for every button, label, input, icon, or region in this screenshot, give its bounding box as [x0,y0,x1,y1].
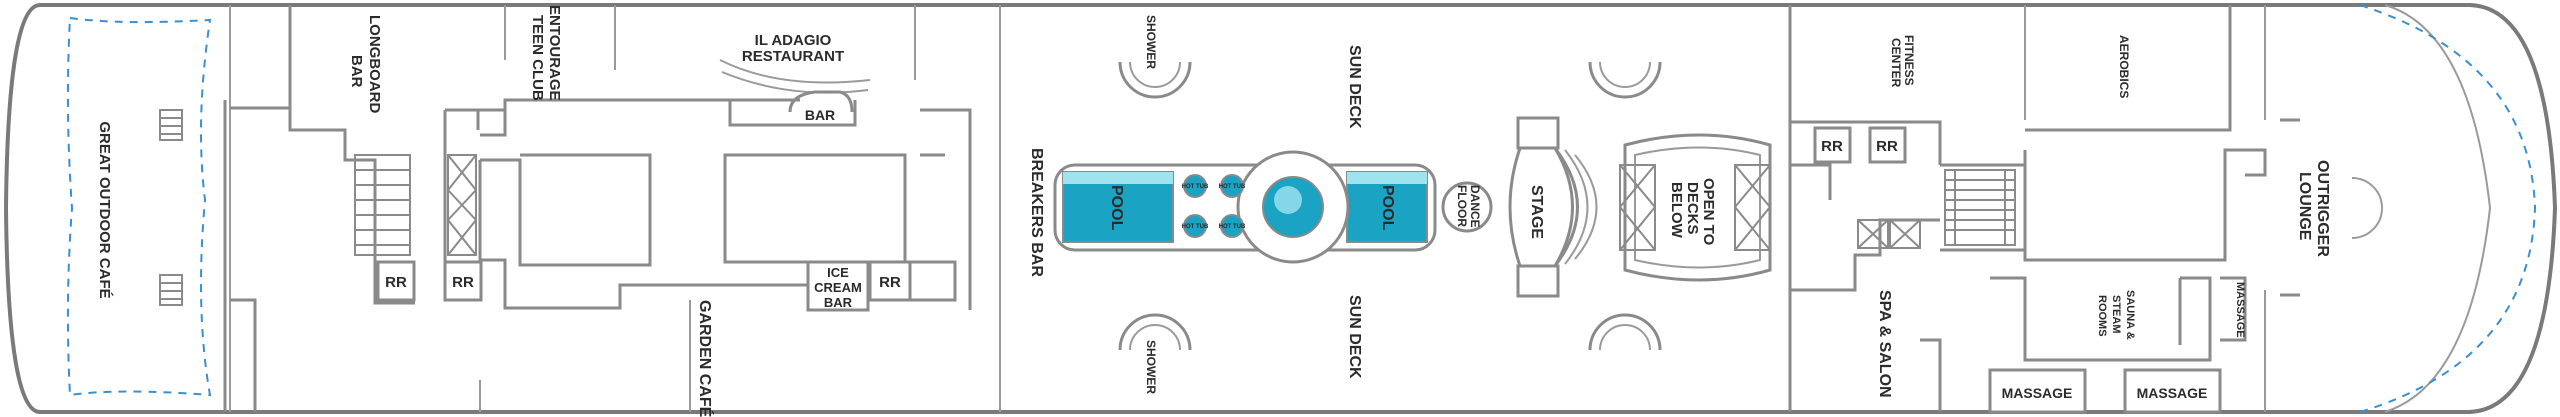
spa-stairs [1944,169,2016,246]
restroom-label: RR [452,274,474,291]
hot-tub-label: HOT TUB [1219,224,1246,230]
sauna-label-3: ROOMS [2096,295,2108,337]
dance-floor-label: DANCE [1468,185,1482,228]
hot-tub-label: HOT TUB [1182,184,1209,190]
hot-tub-icon [1183,174,1244,238]
longboard-bar-label-2: BAR [348,55,365,88]
fitness-center-label: FITNESS [1902,35,1916,86]
dance-floor-label-2: FLOOR [1455,185,1469,227]
shower-label-2: SHOWER [1144,340,1158,394]
restroom [1813,126,1852,164]
open-to-decks-label-2: DECKS [1684,182,1701,235]
entourage-crossboxes [447,154,477,256]
outrigger-lounge-label: OUTRIGGER [2314,160,2331,257]
ice-cream-bar [806,260,870,312]
restroom-label: RR [1821,138,1843,155]
sauna-label-2: STEAM [2110,295,2122,334]
bar-label: BAR [805,107,835,123]
restroom-label: RR [879,274,901,291]
fitness-center-label-2: CENTER [1889,38,1903,88]
restroom [1868,126,1907,164]
seating-icon [1588,61,1662,351]
pool-label-2: POOL [1379,185,1396,231]
hot-tub-label: HOT TUB [1182,224,1209,230]
teen-club-label: TEEN CLUB [529,15,546,101]
sauna-label: SAUNA & [2124,290,2136,340]
sun-deck-label: SUN DECK [1346,45,1363,129]
restroom-label: RR [1876,138,1898,155]
restroom [376,260,416,302]
atrium-opening [1619,133,1772,282]
il-adagio-label: IL ADAGIO [755,32,832,49]
ice-cream-label: ICE [827,265,849,280]
shower-label: SHOWER [1144,15,1158,69]
longboard-stairs [354,154,411,256]
hot-tub-label: HOT TUB [1219,184,1246,190]
outrigger-lounge-label-2: LOUNGE [2296,172,2313,241]
fitness-spa-structure [1788,5,2267,414]
spa-salon-label: SPA & SALON [1876,290,1893,398]
dance-floor [1441,181,1493,233]
sun-deck-label-2: SUN DECK [1346,295,1363,379]
aerobics-label: AEROBICS [2117,35,2131,98]
entourage-label: ENTOURAGE [546,5,563,101]
longboard-bar-label: LONGBOARD [366,15,383,113]
restroom [443,260,483,302]
open-to-decks-label-3: BELOW [1668,182,1685,239]
open-to-decks-label: OPEN TO [1700,178,1717,246]
great-outdoor-cafe-label: GREAT OUTDOOR CAFÉ [96,121,113,298]
ice-cream-label-2: CREAM [814,280,862,295]
massage-label: MASSAGE [2234,282,2246,338]
spa-crossboxes [1857,219,1921,249]
garden-cafe-label: GARDEN CAFÉ [696,300,715,417]
stage-structure [1508,116,1598,298]
stairs-icon [159,109,183,306]
il-adagio-label-2: RESTAURANT [742,48,844,65]
restroom [868,260,912,302]
massage-label-2: MASSAGE [2002,385,2073,401]
breakers-bar-label: BREAKERS BAR [1028,148,1045,277]
ice-cream-label-3: BAR [824,295,853,310]
aft-structure [223,5,415,412]
open-deck-boundary [2359,4,2537,413]
pool-complex [1053,150,1437,264]
massage-label-3: MASSAGE [2137,385,2208,401]
restroom-label: RR [385,274,407,291]
outdoor-deck-boundary [66,16,212,397]
shower-icon [1118,61,1192,351]
il-adagio-bar-counter [788,90,854,113]
pool-label: POOL [1108,185,1125,231]
stage-label: STAGE [1528,185,1545,239]
